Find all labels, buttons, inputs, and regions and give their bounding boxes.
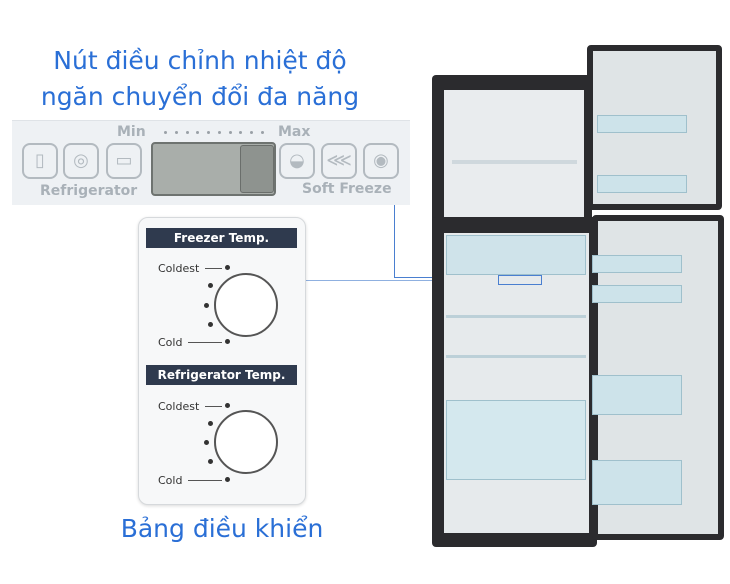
refrigerator-label: Refrigerator [40, 183, 138, 199]
can-icon: ▯ [22, 143, 58, 179]
level-dots [164, 131, 264, 135]
divider [205, 268, 222, 269]
food-box-icon: ▭ [106, 143, 142, 179]
freezer-dial[interactable] [214, 273, 278, 337]
divider [205, 406, 222, 407]
cold-label: Cold [158, 474, 183, 487]
min-label: Min [117, 124, 146, 140]
connector-line [306, 280, 442, 281]
connector-line [394, 205, 395, 278]
divider [188, 480, 222, 481]
fish-icon: ⋘ [321, 143, 357, 179]
freezer-temp-header: Freezer Temp. [146, 228, 297, 248]
headline-line1: Nút điều chỉnh nhiệt độ [53, 46, 347, 75]
divider [188, 342, 222, 343]
meat-icon: ◒ [279, 143, 315, 179]
refrigerator-temp-header: Refrigerator Temp. [146, 365, 297, 385]
slider-knob[interactable] [240, 145, 274, 193]
coldest-label: Coldest [158, 262, 200, 275]
refrigerator-dial[interactable] [214, 410, 278, 474]
soft-freeze-label: Soft Freeze [302, 181, 392, 197]
caption: Bảng điều khiển [120, 514, 324, 543]
headline-line2: ngăn chuyển đổi đa năng [40, 82, 360, 111]
jar-icon: ◎ [63, 143, 99, 179]
sliced-food-icon: ◉ [363, 143, 399, 179]
max-label: Max [278, 124, 311, 140]
cold-label: Cold [158, 336, 183, 349]
refrigerator-image [432, 45, 724, 547]
coldest-label: Coldest [158, 400, 200, 413]
